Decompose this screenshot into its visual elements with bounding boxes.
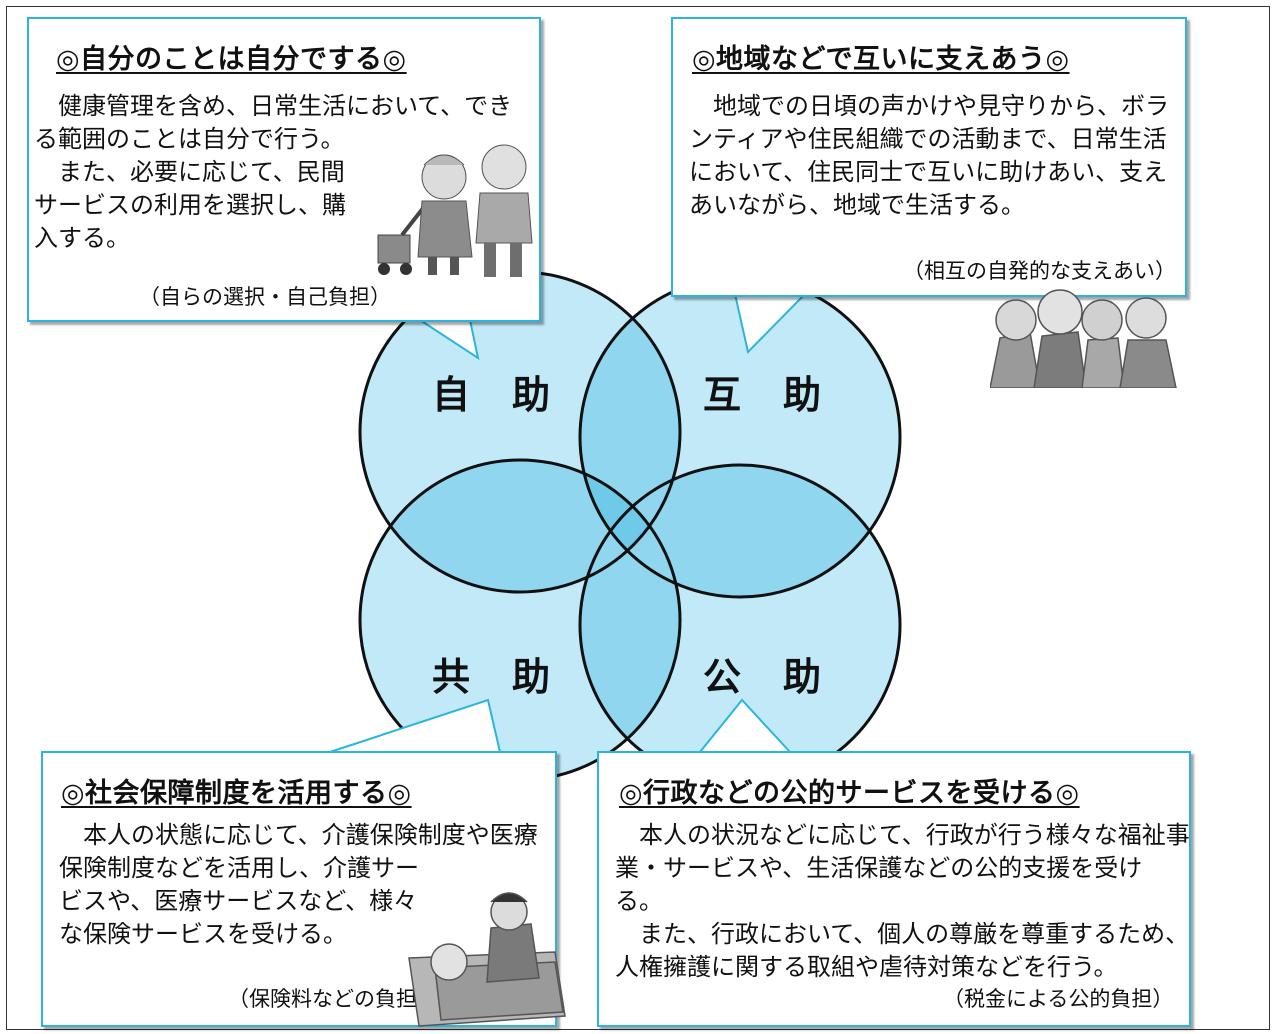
venn-fills <box>360 272 900 785</box>
box-gojo-note: （相互の自発的な支えあい） <box>903 259 1176 283</box>
outer-frame <box>6 6 1270 1030</box>
box-jijo-title: ◎自分のことは自分でする◎ <box>56 44 407 75</box>
label-gojo: 互助 <box>703 373 864 417</box>
box-jijo-line: 入する。 <box>34 224 130 252</box>
box-kojo-line: また、行政において、個人の尊厳を尊重するため、 <box>615 920 1190 948</box>
box-kyojo-line: 保険制度などを活用し、介護サー <box>59 854 419 882</box>
caregiver-bed-icon <box>408 892 566 1027</box>
box-kojo-line: 人権擁護に関する取組や虐待対策などを行う。 <box>615 953 1118 981</box>
box-kyojo-note: （保険料などの負担） <box>228 987 438 1011</box>
box-gojo-line: において、住民同士で互いに助けあい、支え <box>689 158 1168 186</box>
box-jijo: ◎自分のことは自分でする◎ 健康管理を含め、日常生活において、でき る範囲のこと… <box>27 17 541 322</box>
box-kyojo: ◎社会保障制度を活用する◎ 本人の状態に応じて、介護保険制度や医療 保険制度など… <box>41 751 557 1027</box>
box-gojo-line: 地域での日頃の声かけや見守りから、ボラ <box>689 92 1169 120</box>
box-jijo-note: （自らの選択・自己負担） <box>139 285 391 309</box>
box-kojo-note: （税金による公的負担） <box>943 987 1174 1011</box>
box-gojo-line: ンティアや住民組織での活動まで、日常生活 <box>689 125 1167 153</box>
box-kojo-title: ◎行政などの公的サービスを受ける◎ <box>619 778 1080 809</box>
box-jijo-line: 健康管理を含め、日常生活において、でき <box>34 92 513 120</box>
label-kyojo: 共助 <box>432 655 593 699</box>
box-jijo-line: また、必要に応じて、民間 <box>34 158 345 186</box>
label-kojo: 公助 <box>703 655 864 699</box>
box-kyojo-line: ビスや、医療サービスなど、様々 <box>59 887 418 915</box>
group-of-seniors-icon <box>990 289 1177 388</box>
box-kyojo-line: な保険サービスを受ける。 <box>59 920 347 948</box>
box-gojo-title: ◎地域などで互いに支えあう◎ <box>692 44 1070 75</box>
box-kojo: ◎行政などの公的サービスを受ける◎ 本人の状況などに応じて、行政が行う様々な福祉… <box>597 751 1191 1027</box>
box-jijo-line: サービスの利用を選択し、購 <box>34 191 346 219</box>
elderly-couple-walker-icon <box>377 144 533 277</box>
box-jijo-line: る範囲のことは自分で行う。 <box>34 125 345 153</box>
box-kyojo-line: 本人の状態に応じて、介護保険制度や医療 <box>59 821 538 849</box>
box-kojo-line: 業・サービスや、生活保護などの公的支援を受ける。 <box>615 854 1143 915</box>
box-gojo-line: あいながら、地域で生活する。 <box>689 191 1025 219</box>
box-gojo: ◎地域などで互いに支えあう◎ 地域での日頃の声かけや見守りから、ボラ ンティアや… <box>671 17 1187 297</box>
box-kyojo-title: ◎社会保障制度を活用する◎ <box>61 778 412 809</box>
box-kojo-line: 本人の状況などに応じて、行政が行う様々な福祉事 <box>615 821 1190 849</box>
label-jijo: 自助 <box>432 373 593 417</box>
